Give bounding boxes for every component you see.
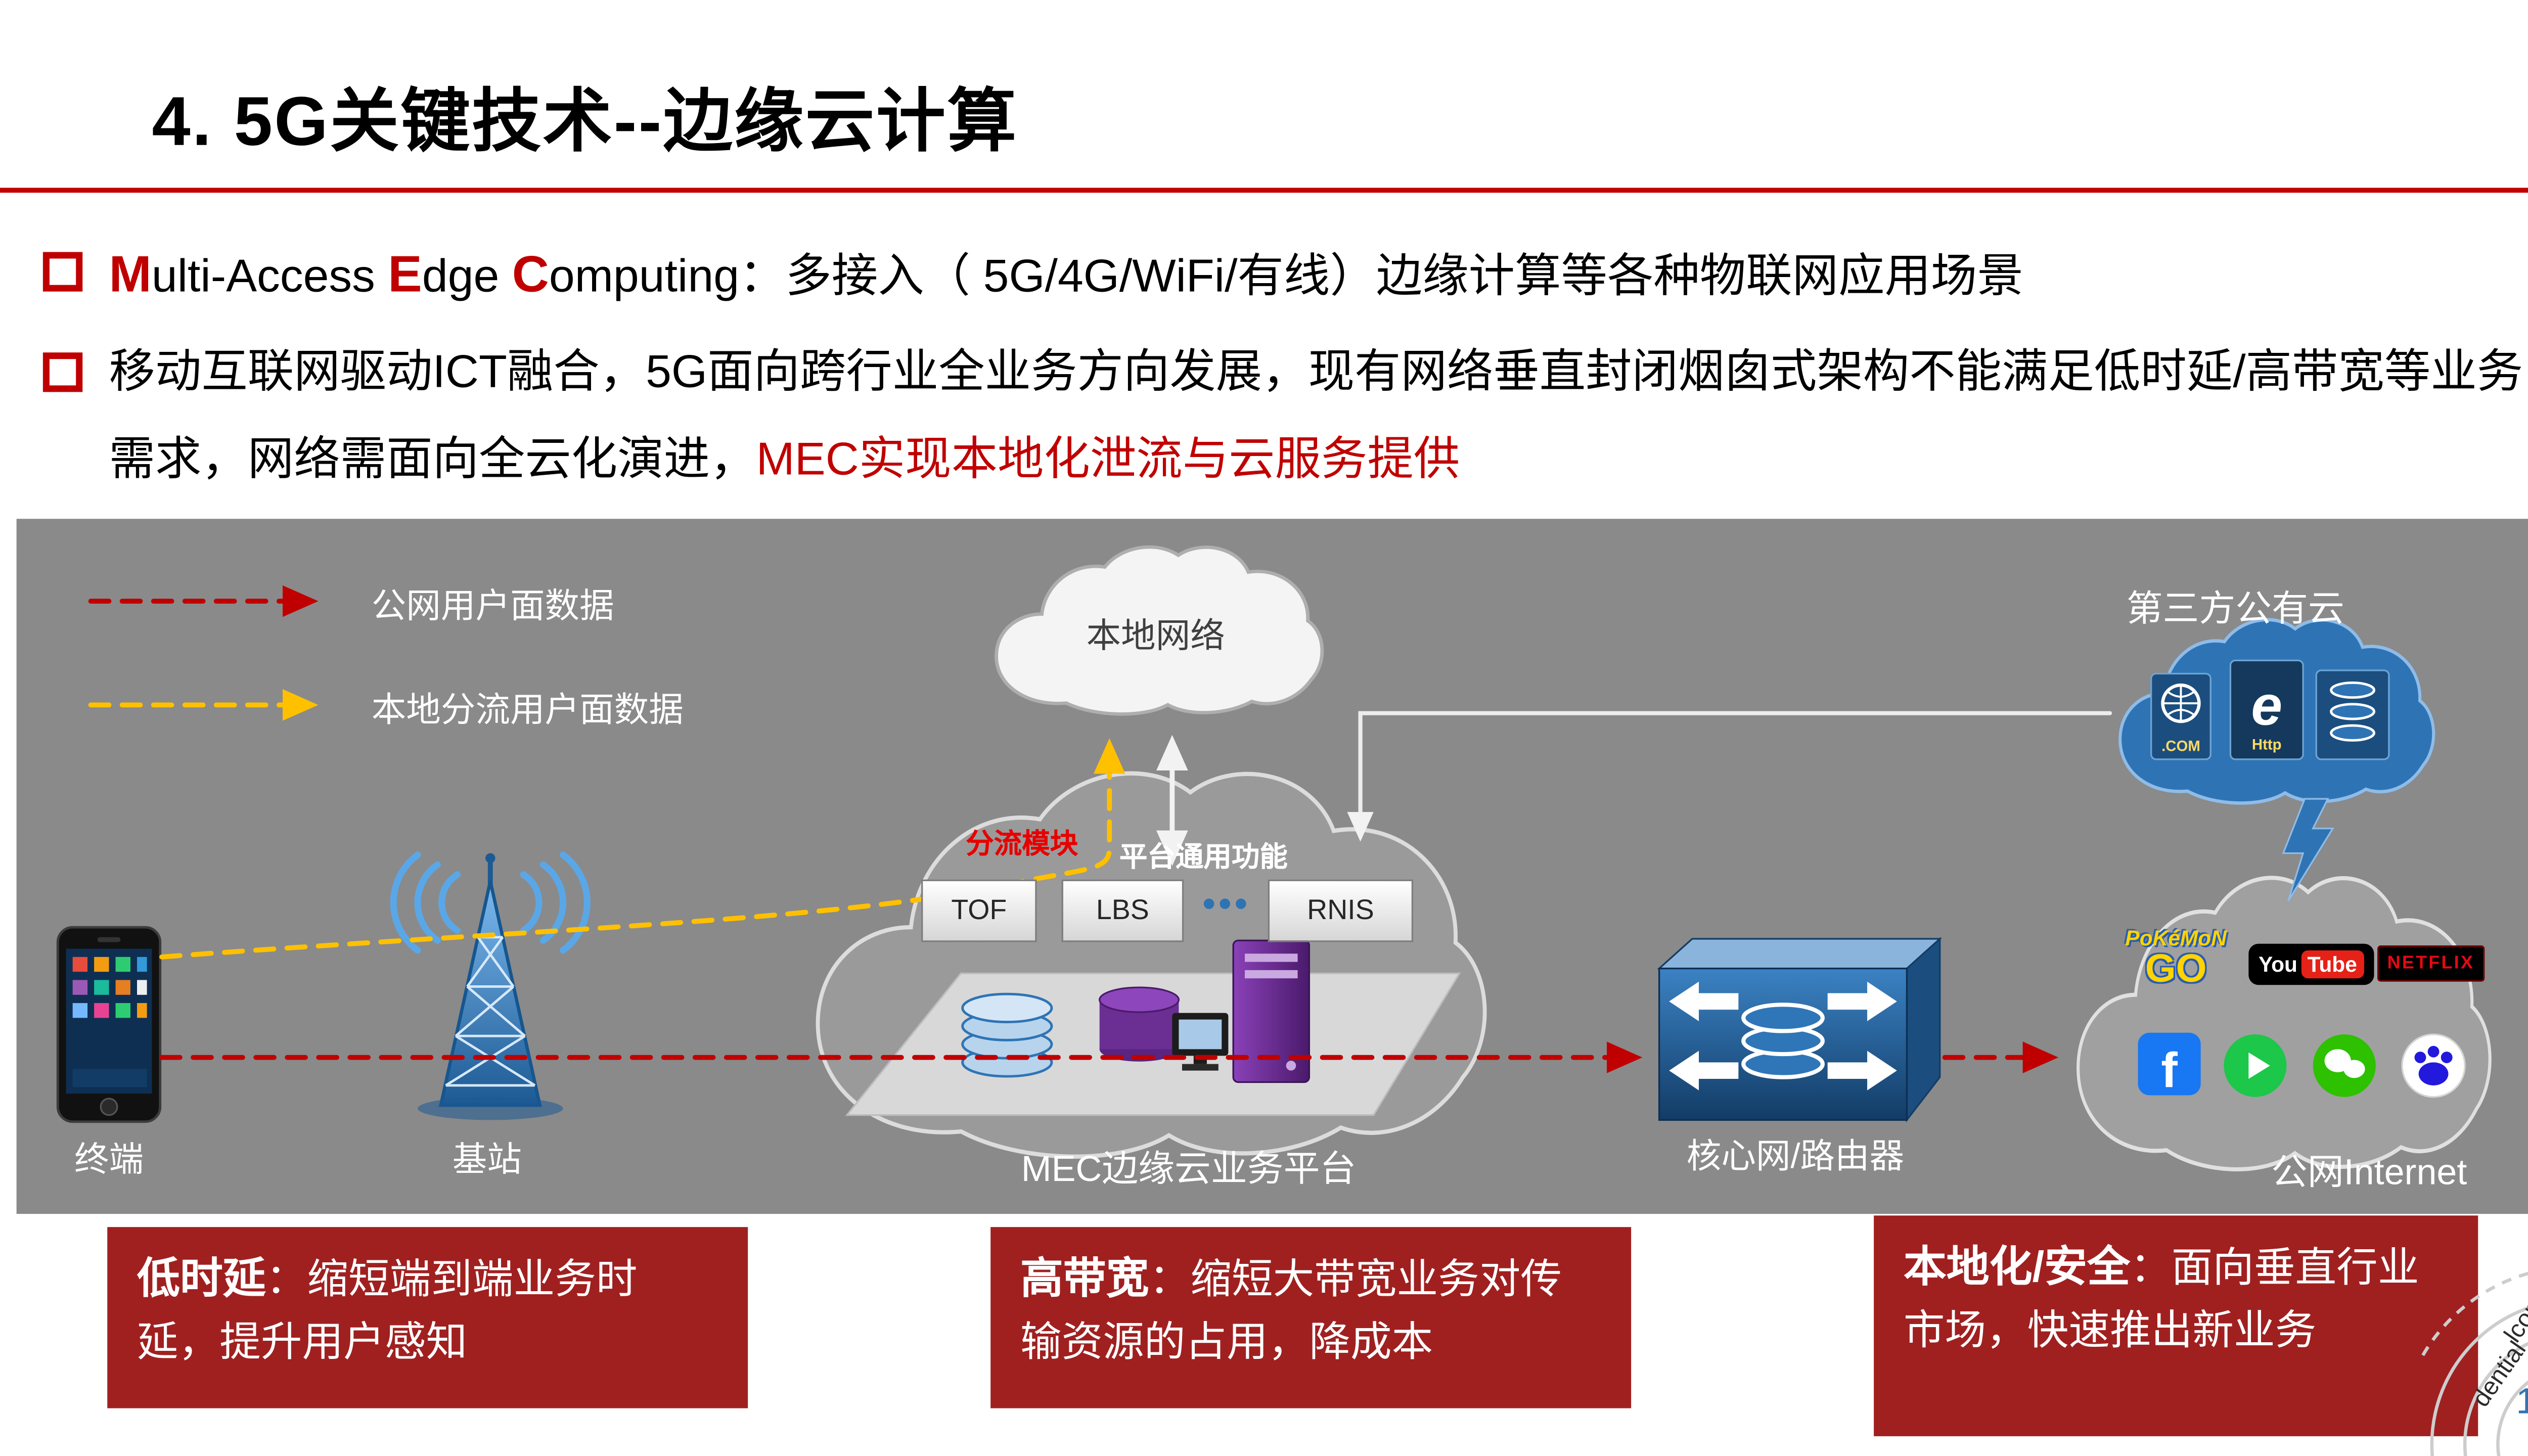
bullet-2-highlight: MEC实现本地化泄流与云服务提供: [756, 433, 1460, 485]
benefit-box-bandwidth: 高带宽：缩短大带宽业务对传输资源的占用，降成本: [990, 1227, 1632, 1408]
smartphone-icon: [56, 926, 162, 1123]
netflix-icon: NETFLIX: [2377, 945, 2485, 982]
bullet-square-icon: [42, 352, 83, 392]
core-router-label: 核心网/路由器: [1686, 1138, 1905, 1176]
offload-module-label: 分流模块: [966, 828, 1078, 860]
tof-box: TOF: [921, 879, 1037, 942]
mec-platform-label: MEC边缘云业务平台: [1021, 1148, 1357, 1190]
bullet-item-1: Multi-Access Edge Computing：多接入（ 5G/4G/W…: [42, 228, 2528, 325]
page-number: 12: [2516, 1380, 2528, 1423]
bullet-1-seg: dge: [422, 250, 512, 302]
bullet-1-seg: ulti-Access: [151, 250, 388, 302]
benefit-text: ：缩短端到端业务时延，提升用户感知: [137, 1256, 638, 1365]
legend-public-label: 公网用户面数据: [371, 588, 614, 626]
rnis-box: RNIS: [1268, 879, 1414, 942]
youtube-icon: You Tube: [2248, 943, 2374, 985]
third-party-cloud-label: 第三方公有云: [2126, 588, 2344, 629]
ellipsis-dots: •••: [1202, 883, 1251, 924]
benefit-text: ：面向垂直行业市场，快速推出新业务: [1903, 1245, 2419, 1353]
bullet-square-icon: [42, 252, 83, 292]
third-party-link-arrow: [1347, 711, 2112, 842]
pokemon-go-text: GO: [2145, 947, 2207, 992]
pokemon-text: PoKéMoN: [2125, 925, 2227, 950]
benefit-label: 低时延: [137, 1253, 266, 1303]
youtube-you-text: You: [2258, 952, 2297, 977]
diagram-graphics: .COM e Http: [56, 519, 2528, 1214]
local-network-label: 本地网络: [1086, 617, 1225, 656]
youtube-tube-text: Tube: [2300, 950, 2364, 979]
benefit-label: 高带宽: [1020, 1253, 1149, 1303]
bullet-1-seg: ：多接入（ 5G/4G/WiFi/有线）边缘计算等各种物联网应用场景: [739, 250, 2023, 302]
bullet-list: Multi-Access Edge Computing：多接入（ 5G/4G/W…: [42, 228, 2528, 506]
bullet-1-text: Multi-Access Edge Computing：多接入（ 5G/4G/W…: [109, 228, 2023, 325]
bullet-1-seg: omputing: [549, 250, 740, 302]
com-label: .COM: [2161, 738, 2200, 755]
platform-common-label: 平台通用功能: [1119, 841, 1288, 873]
wechat-icon: [2311, 1033, 2377, 1099]
bullet-2-text: 移动互联网驱动ICT融合，5G面向跨行业全业务方向发展，现有网络垂直封闭烟囱式架…: [109, 328, 2528, 503]
page-title: 4. 5G关键技术--边缘云计算: [152, 82, 1018, 160]
bullet-item-2: 移动互联网驱动ICT融合，5G面向跨行业全业务方向发展，现有网络垂直封闭烟囱式架…: [42, 328, 2528, 503]
lbs-box: LBS: [1061, 879, 1184, 942]
base-station-label: 基站: [452, 1141, 522, 1179]
database-stack-icon: [961, 992, 1053, 1078]
internet-label: 公网Internet: [2271, 1151, 2467, 1193]
purple-cylinder-icon: [1099, 986, 1180, 1062]
benefit-box-latency: 低时延：缩短端到端业务时延，提升用户感知: [107, 1227, 748, 1408]
terminal-label: 终端: [74, 1141, 144, 1179]
server-workstation-icon: [1172, 939, 1311, 1083]
lightning-icon: [2282, 798, 2334, 901]
architecture-diagram: .COM e Http: [16, 519, 2528, 1214]
mec-initial-e: E: [388, 245, 422, 303]
legend-local-label: 本地分流用户面数据: [371, 692, 684, 730]
base-station-icon: [390, 851, 591, 1120]
bullet-2-seg: 移动互联网驱动ICT融合，5G面向跨行业全业务方向发展，现有网络垂直封闭烟囱式架…: [109, 345, 2523, 485]
benefit-box-local-secure: 本地化/安全：面向垂直行业市场，快速推出新业务: [1874, 1215, 2478, 1436]
local-offload-path-arrow: [159, 738, 1125, 960]
core-router-icon: [1657, 937, 1942, 1123]
benefit-label: 本地化/安全: [1903, 1242, 2131, 1292]
internet-cloud: [2078, 878, 2490, 1169]
watermark-spiral: [2420, 1271, 2528, 1456]
benefit-text: ：缩短大带宽业务对传输资源的占用，降成本: [1020, 1256, 1562, 1365]
ie-e-glyph: e: [2251, 675, 2282, 737]
mec-initial-m: M: [109, 245, 152, 303]
title-divider: [0, 188, 2528, 193]
pokemon-go-icon: PoKéMoN GO: [2100, 926, 2251, 990]
facebook-icon: f: [2138, 1032, 2201, 1096]
video-play-icon: [2222, 1033, 2288, 1099]
http-label: Http: [2252, 736, 2282, 753]
baidu-icon: [2401, 1033, 2467, 1099]
third-party-servers-icon: .COM e Http: [2150, 659, 2390, 760]
mec-initial-c: C: [512, 245, 549, 303]
